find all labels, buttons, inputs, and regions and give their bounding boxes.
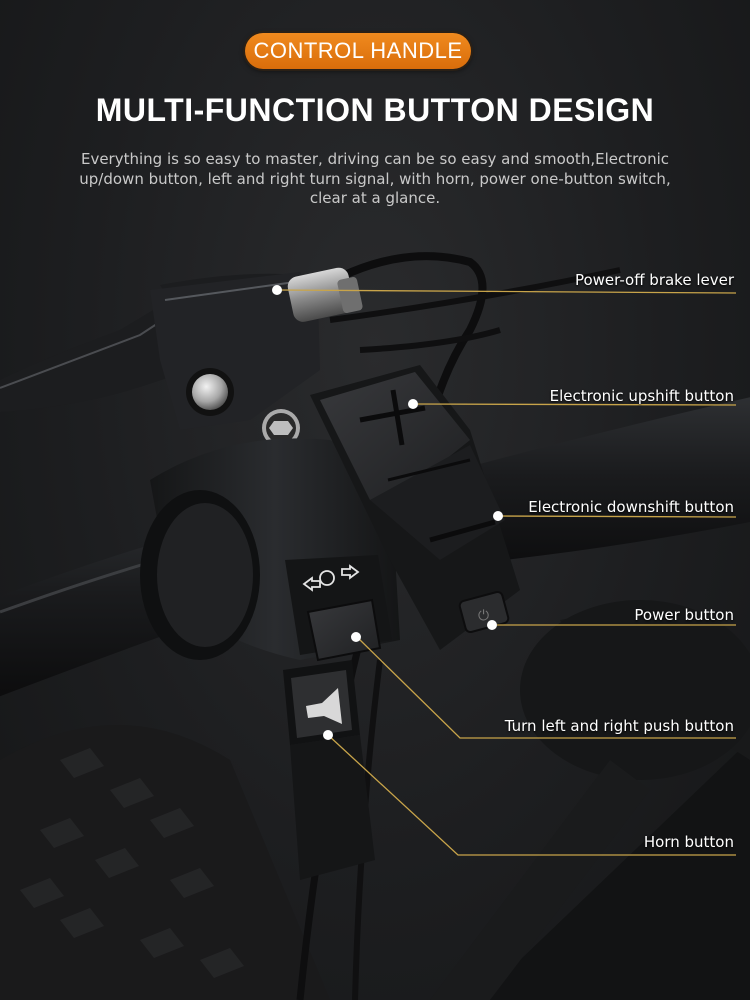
callout-brake-lever: Power-off brake lever bbox=[574, 271, 734, 289]
power-icon: ⏻ bbox=[478, 608, 489, 624]
description-line: Everything is so easy to master, driving… bbox=[80, 150, 670, 168]
leader-dots bbox=[272, 285, 503, 740]
page-title: MULTI-FUNCTION BUTTON DESIGN bbox=[95, 92, 655, 128]
description-line: clear at a glance. bbox=[309, 189, 441, 207]
control-handle-badge: CONTROL HANDLE bbox=[245, 33, 471, 69]
description-line: up/down button, left and right turn sign… bbox=[79, 169, 671, 188]
callout-downshift-button: Electronic downshift button bbox=[528, 498, 734, 516]
callout-power-button: Power button bbox=[634, 606, 734, 624]
leader-lines bbox=[277, 289, 737, 856]
callout-horn-button: Horn button bbox=[643, 833, 734, 851]
minus-icon bbox=[429, 519, 496, 543]
horn-icon bbox=[306, 688, 342, 724]
plus-icon bbox=[359, 389, 426, 446]
turn-arrows-icon bbox=[302, 564, 360, 592]
callout-upshift-button: Electronic upshift button bbox=[549, 387, 734, 405]
description: Everything is so easy to master, driving… bbox=[40, 150, 710, 209]
callout-turn-signal-button: Turn left and right push button bbox=[504, 717, 734, 735]
